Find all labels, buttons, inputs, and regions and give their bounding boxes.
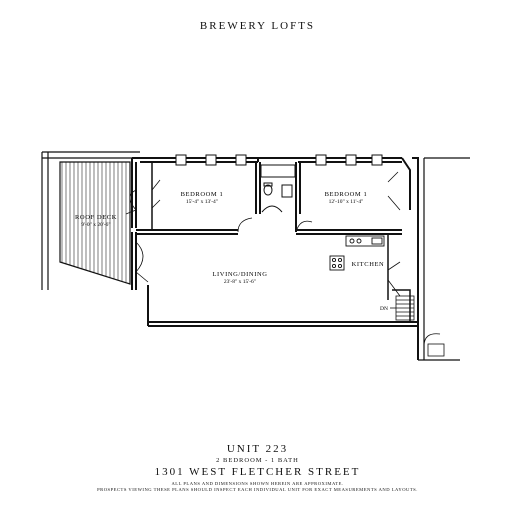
- living-dining-label: LIVING/DINING: [212, 271, 267, 278]
- bedroom-2-dims: 12'-10" x 11'-4": [329, 199, 364, 205]
- bathroom: [260, 164, 296, 213]
- stair-down-label: DN: [380, 306, 388, 312]
- plan-title: BREWERY LOFTS: [199, 20, 316, 32]
- disclaimer-line-1: ALL PLANS AND DIMENSIONS SHOWN HEREIN AR…: [171, 481, 344, 486]
- kitchen-fixtures: [329, 235, 385, 271]
- stair: [390, 295, 415, 321]
- roof-deck: [59, 161, 131, 285]
- bed-bath-count: 2 BEDROOM - 1 BATH: [216, 457, 299, 464]
- disclaimer-line-2: PROSPECTS VIEWING THESE PLANS SHOULD INS…: [97, 487, 418, 492]
- unit-number: UNIT 223: [226, 443, 289, 455]
- bedroom-1-label: BEDROOM 1: [181, 191, 224, 198]
- roof-deck-dims: 9'-0" x 20'-6": [81, 222, 110, 228]
- unit-walls: [131, 154, 470, 361]
- roof-deck-label: ROOF DECK: [75, 214, 117, 221]
- street-address: 1301 WEST FLETCHER STREET: [154, 466, 361, 478]
- living-dining-dims: 23'-8" x 15'-6": [224, 279, 256, 285]
- doors: [125, 171, 445, 357]
- bedroom-1-dims: 15'-4" x 13'-4": [186, 199, 218, 205]
- left-exterior-wall: [41, 151, 140, 290]
- bedroom-2-label: BEDROOM 1: [325, 191, 368, 198]
- kitchen-label: KITCHEN: [352, 261, 385, 268]
